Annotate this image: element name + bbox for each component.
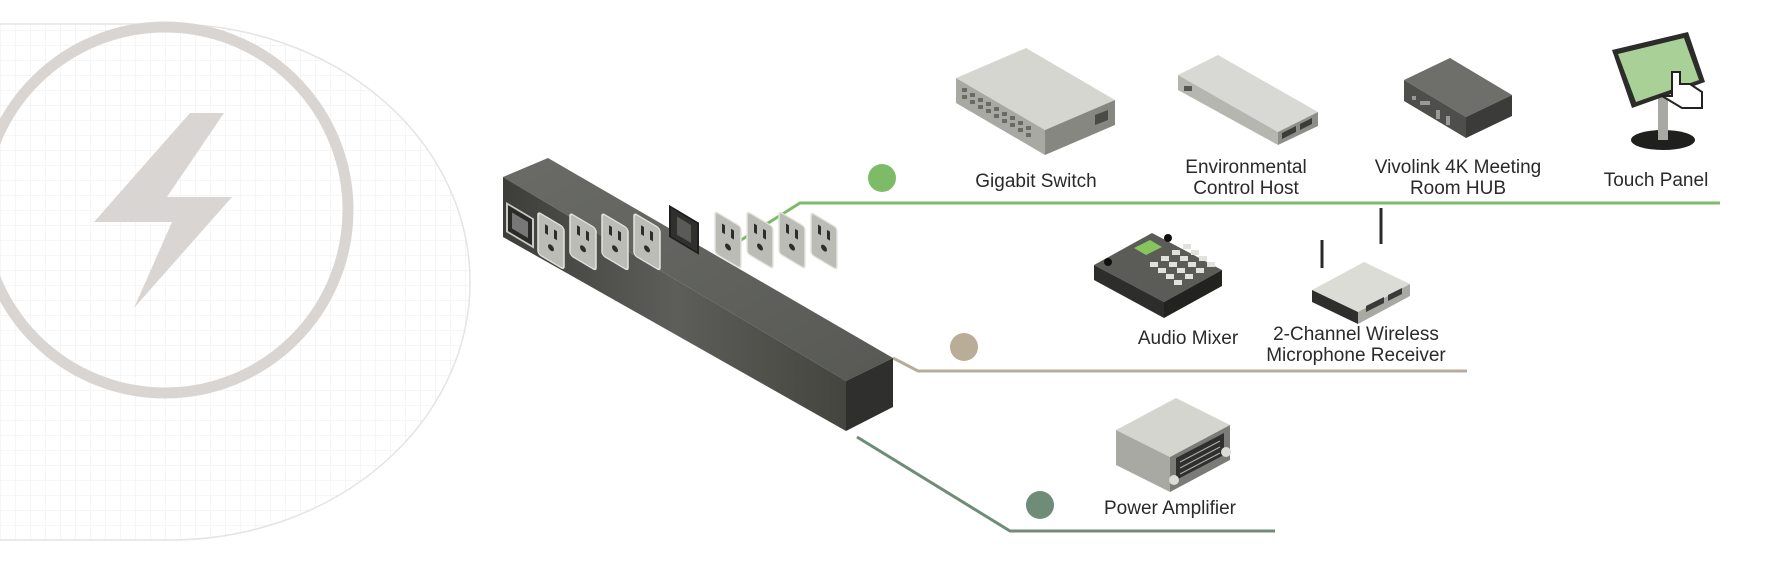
line-green: [721, 201, 1720, 254]
watermark-ring: [0, 21, 354, 399]
connection-lines: [721, 164, 1720, 533]
line-tan: [892, 356, 1467, 373]
background-watermark: [0, 21, 471, 541]
label-audio-mixer: Audio Mixer: [1137, 328, 1239, 349]
group-dot-teal: [1026, 491, 1054, 519]
power-amplifier-icon: [1116, 398, 1231, 492]
gigabit-switch-icon: [956, 48, 1115, 155]
wireless-microphone-receiver-icon: [1312, 208, 1410, 324]
audio-mixer-icon: [1094, 233, 1222, 318]
environmental-control-host-icon: [1178, 55, 1318, 145]
lightning-bolt-icon: [94, 113, 232, 308]
label-touch-panel: Touch Panel: [1603, 170, 1709, 191]
touch-panel-icon: [1612, 32, 1705, 150]
label-environmental-control-host: Environmental Control Host: [1185, 157, 1307, 199]
label-wireless-microphone-receiver: 2-Channel Wireless Microphone Receiver: [1266, 324, 1446, 366]
meeting-room-hub-icon: [1404, 58, 1512, 138]
pdu-power-strip-icon: [503, 158, 893, 431]
label-meeting-room-hub: Vivolink 4K Meeting Room HUB: [1374, 157, 1542, 199]
group-dot-tan: [950, 333, 978, 361]
line-teal: [856, 435, 1275, 533]
label-gigabit-switch: Gigabit Switch: [975, 171, 1097, 192]
label-power-amplifier: Power Amplifier: [1104, 498, 1236, 519]
group-dot-green: [868, 164, 896, 192]
